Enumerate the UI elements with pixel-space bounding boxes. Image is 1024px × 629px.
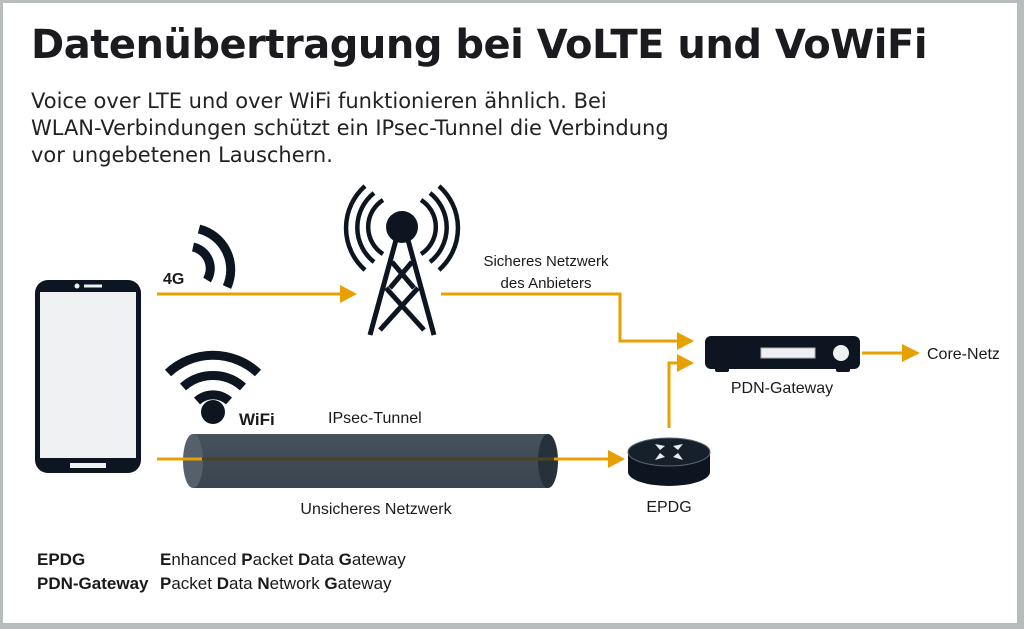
label-wifi: WiFi [239,410,275,429]
legend-abbr: PDN-Gateway [37,574,149,593]
subtitle-line: vor ungebetenen Lauschern. [31,143,333,167]
legend-row-epdg: EPDG Enhanced Packet Data Gateway [37,548,406,572]
subtitle: Voice over LTE und over WiFi funktionier… [31,88,791,169]
arrow-epdg-to-pdn [667,354,694,428]
label-core-netz: Core-Netz [927,346,1000,363]
cell-tower-icon [343,184,461,336]
frame [3,3,1017,623]
label-sicheres-netzwerk-2: des Anbieters [501,275,592,292]
label-pdn-gateway: PDN-Gateway [731,380,833,397]
router-icon [627,437,711,486]
gateway-device-icon [705,336,860,372]
legend-expansion: Packet Data Network Gateway [160,574,392,593]
legend-abbr: EPDG [37,550,86,569]
arrow-tower-to-pdn [441,292,694,350]
legend: EPDG Enhanced Packet Data Gateway PDN-Ga… [37,548,406,596]
subtitle-line: WLAN-Verbindungen schützt ein IPsec-Tunn… [31,116,669,140]
arrow-phone-to-epdg [157,450,625,468]
tunnel-pipe [183,434,558,488]
subtitle-line: Voice over LTE und over WiFi funktionier… [31,89,607,113]
legend-row-pdn-gateway: PDN-Gateway Packet Data Network Gateway [37,572,406,596]
label-ipsec-tunnel: IPsec-Tunnel [328,410,422,427]
arrow-4g-to-tower [157,285,357,303]
label-4g: 4G [163,271,184,288]
legend-expansion: Enhanced Packet Data Gateway [160,550,406,569]
label-epdg: EPDG [646,499,691,516]
label-unsicheres-netzwerk: Unsicheres Netzwerk [300,501,452,518]
smartphone-icon [35,280,141,473]
label-sicheres-netzwerk-1: Sicheres Netzwerk [483,253,609,270]
page-title: Datenübertragung bei VoLTE und VoWiFi [31,22,928,68]
arrow-pdn-to-core [862,344,920,362]
wifi-icon [164,350,262,424]
cellular-signal-icon [191,224,236,289]
